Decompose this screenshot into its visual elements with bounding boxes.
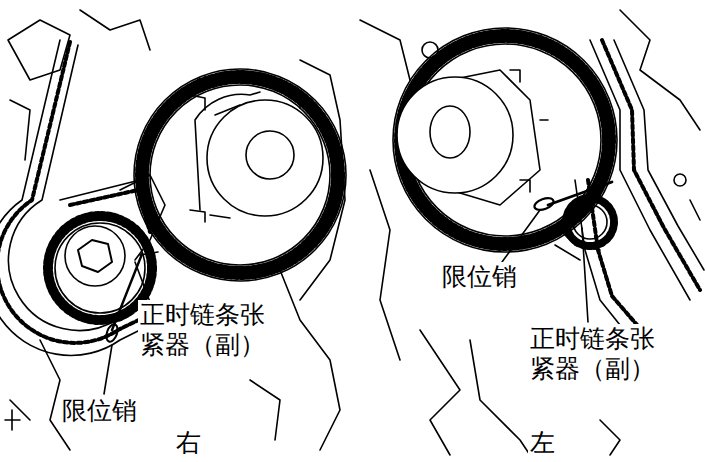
camshaft-sprocket xyxy=(134,69,346,281)
part-label: 正时链条张 紧器（副） xyxy=(528,324,667,384)
tensioner xyxy=(120,175,165,260)
panel-label: 右 xyxy=(174,428,218,458)
part-label: 限位销 xyxy=(60,396,179,426)
stopper-pin xyxy=(533,182,612,212)
engine-background xyxy=(5,10,345,450)
tensioner xyxy=(555,198,614,260)
panel-label: 左 xyxy=(528,428,572,458)
part-label: 限位销 xyxy=(440,262,559,292)
engine-background xyxy=(360,10,700,455)
camshaft-sprocket xyxy=(393,28,617,252)
timing-chain xyxy=(0,40,160,355)
part-label: 正时链条张 紧器（副） xyxy=(138,300,277,360)
crankshaft-sprocket xyxy=(48,216,152,320)
